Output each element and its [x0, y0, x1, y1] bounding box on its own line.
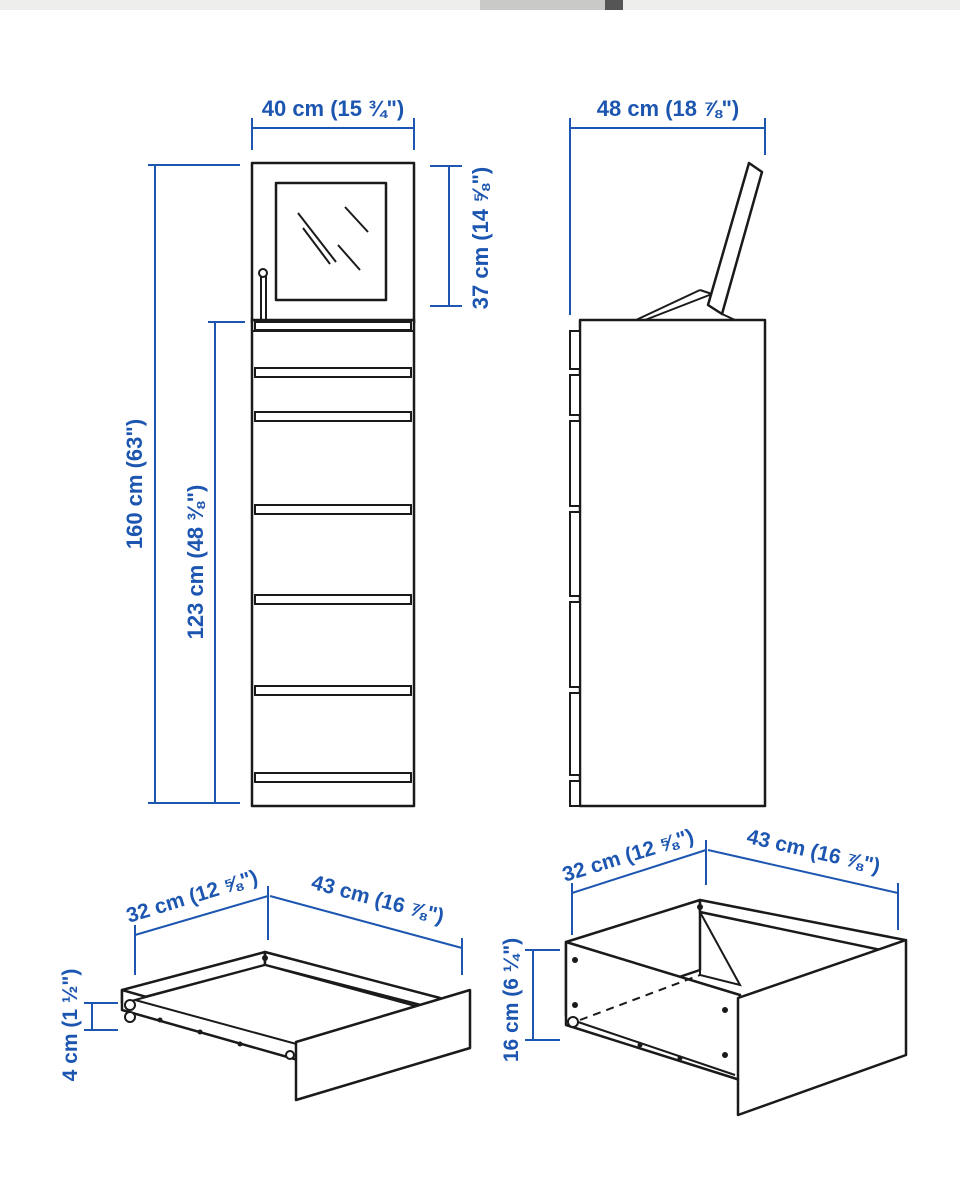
small-drawer-depth-line [269, 895, 463, 949]
large-drawer-width-label: 32 cm (12 ⅝") [560, 825, 697, 887]
front-view: 40 cm (15 ¾") 160 cm (63") 123 cm (48 ⅜"… [122, 96, 493, 808]
small-drawer-depth-label: 43 cm (16 ⅞") [309, 871, 446, 928]
large-drawer-width-line [571, 849, 707, 894]
mirror-hinge-rod [258, 268, 268, 320]
mirror-reflection-icon [297, 206, 369, 271]
small-drawer-height-label: 4 cm (1 ½") [59, 969, 82, 1082]
large-drawer-depth-label: 43 cm (16 ⅞") [745, 825, 883, 878]
side-drawer-fronts [569, 330, 581, 807]
small-drawer-front [294, 988, 472, 1102]
cabinet-body [250, 318, 416, 808]
mirror-height-label: 37 cm (14 ⅝") [468, 167, 493, 310]
large-drawer-front [736, 938, 908, 1117]
large-drawer-rail [567, 904, 736, 1076]
large-drawer: 32 cm (12 ⅝") 43 cm (16 ⅞") 16 cm (6 ¼") [500, 825, 908, 1117]
large-drawer-depth-line [707, 849, 899, 894]
top-strip [0, 0, 960, 10]
side-body [578, 318, 767, 808]
drawer-fronts [252, 321, 414, 783]
side-depth-label: 48 cm (18 ⅞") [597, 96, 740, 121]
small-drawer: 32 cm (12 ⅝") 43 cm (16 ⅞") 4 cm (1 ½") [59, 866, 472, 1102]
small-drawer-width-line [134, 895, 269, 936]
side-view: 48 cm (18 ⅞") [569, 96, 767, 808]
top-strip-mark [605, 0, 623, 10]
small-drawer-rail [124, 955, 295, 1060]
total-height-label: 160 cm (63") [122, 419, 147, 549]
front-width-label: 40 cm (15 ¾") [262, 96, 405, 121]
top-strip-tab [480, 0, 605, 10]
mirror-glass [274, 181, 388, 302]
large-drawer-height-label: 16 cm (6 ¼") [500, 938, 523, 1062]
cabinet-height-label: 123 cm (48 ⅜") [183, 485, 208, 640]
open-mirror-lid [635, 161, 764, 321]
